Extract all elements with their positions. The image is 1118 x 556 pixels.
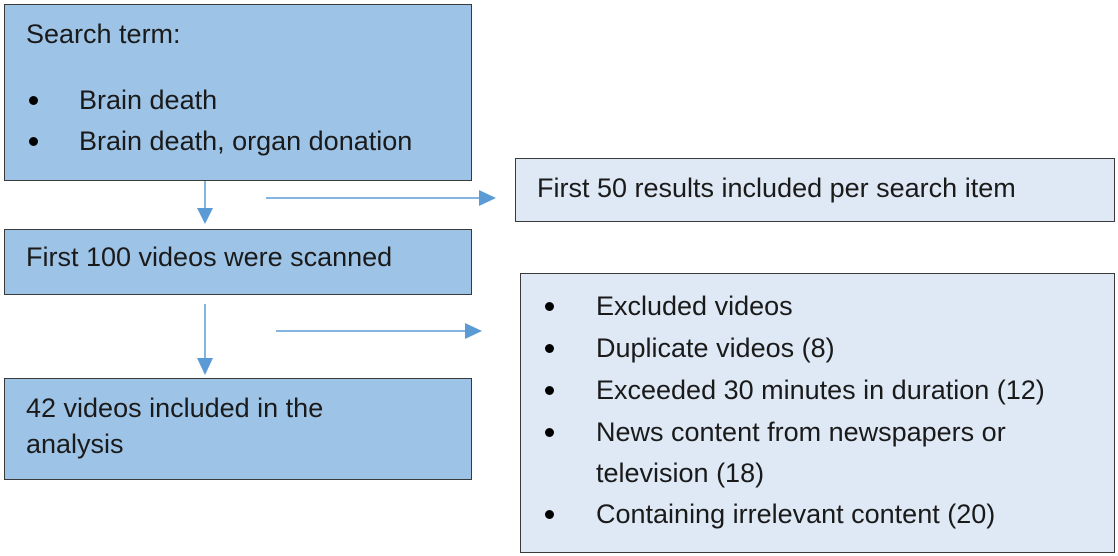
arrowhead-right-1 — [479, 190, 496, 206]
excluded-item: Exceeded 30 minutes in duration (12) — [596, 375, 1045, 405]
bullet-icon — [545, 510, 554, 519]
arrowhead-down-1 — [197, 208, 213, 224]
arrowhead-right-2 — [465, 323, 482, 339]
first-results-text: First 50 results included per search ite… — [537, 173, 1016, 203]
bullet-icon — [29, 137, 38, 146]
bullet-icon — [545, 344, 554, 353]
bullet-icon — [545, 428, 554, 437]
bullet-icon — [545, 302, 554, 311]
included-box: 42 videos included in the analysis — [4, 378, 472, 480]
search-term-item: Brain death, organ donation — [79, 126, 413, 156]
included-text-line-2: analysis — [26, 429, 124, 459]
excluded-item-continuation: television (18) — [596, 458, 765, 488]
bullet-icon — [545, 386, 554, 395]
excluded-item: News content from newspapers or — [596, 417, 1006, 447]
search-term-heading: Search term: — [26, 19, 181, 49]
scanned-box: First 100 videos were scanned — [4, 229, 472, 295]
scanned-text: First 100 videos were scanned — [26, 242, 393, 272]
arrowhead-down-2 — [197, 358, 213, 375]
excluded-item: Duplicate videos (8) — [596, 333, 835, 363]
search-term-item: Brain death — [79, 85, 218, 115]
first-results-box: First 50 results included per search ite… — [515, 158, 1115, 222]
included-text-line-1: 42 videos included in the — [26, 393, 324, 423]
excluded-box: Excluded videos Duplicate videos (8) Exc… — [520, 273, 1115, 553]
search-term-box: Search term: Brain death Brain death, or… — [4, 4, 472, 181]
bullet-icon — [29, 96, 38, 105]
excluded-item: Excluded videos — [596, 291, 793, 321]
excluded-item: Containing irrelevant content (20) — [596, 499, 996, 529]
